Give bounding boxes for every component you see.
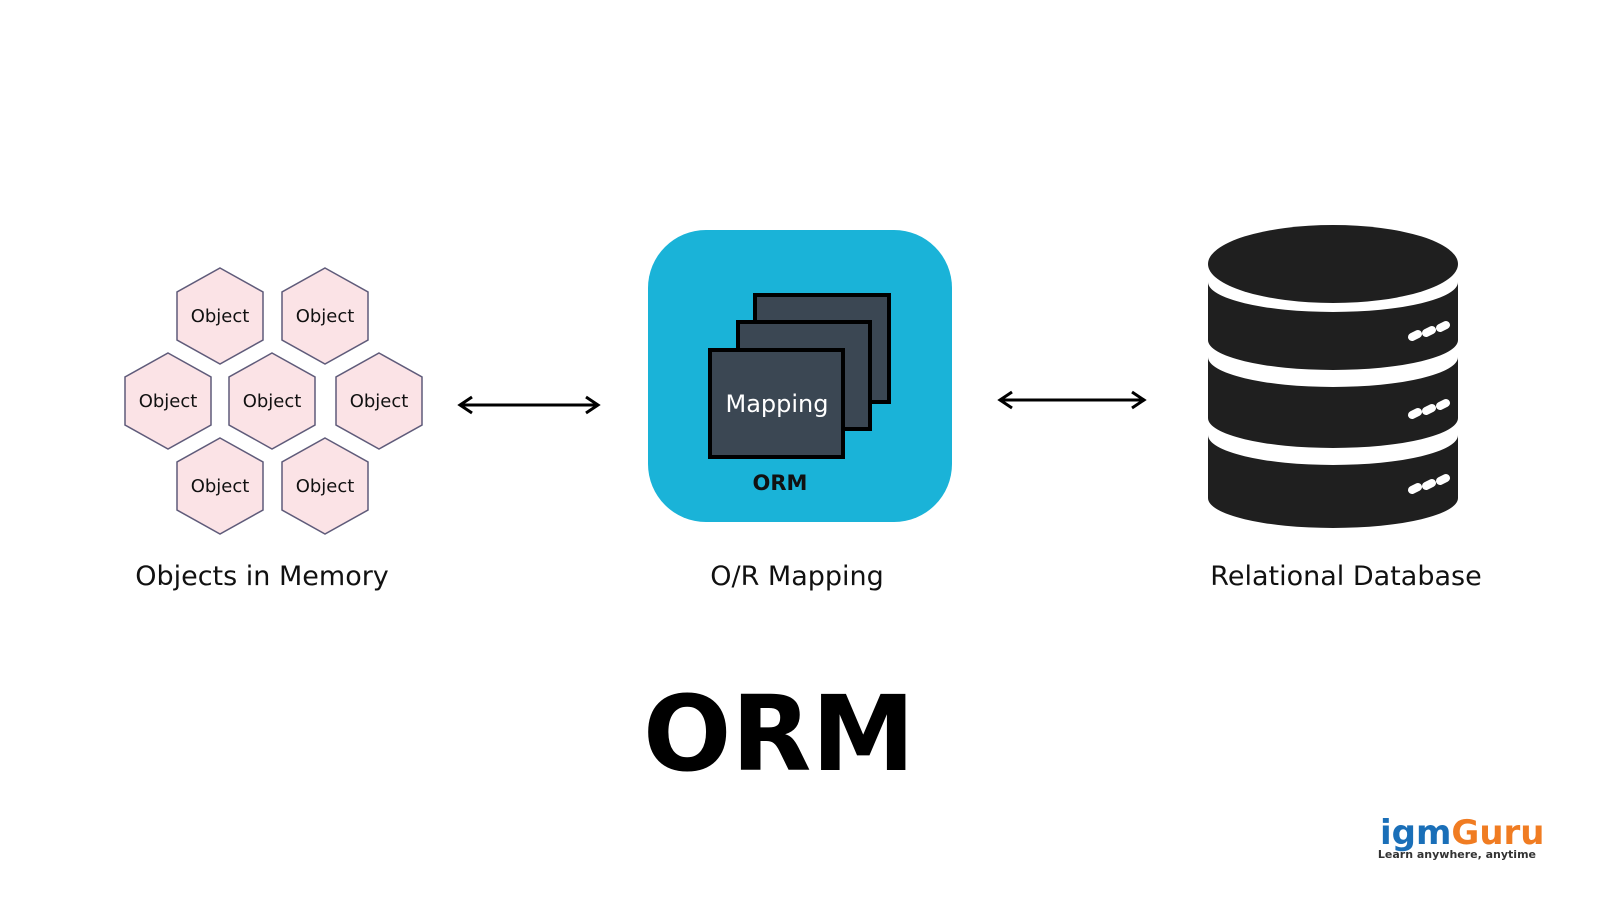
object-hexagon: Object [176,267,264,365]
object-hexagon: Object [281,267,369,365]
orm-box-label: ORM [753,471,808,495]
objects-caption: Objects in Memory [135,561,389,592]
object-hexagon: Object [281,437,369,535]
logo-tagline: Learn anywhere, anytime [1378,848,1536,861]
object-label: Object [296,476,355,497]
object-label: Object [350,391,409,412]
object-label: Object [243,391,302,412]
object-hexagon: Object [228,352,316,450]
object-label: Object [191,476,250,497]
igmguru-logo: igmGuru Learn anywhere, anytime [1378,813,1545,861]
object-label: Object [191,306,250,327]
mapping-label: Mapping [726,390,829,418]
logo-part1: igm [1380,813,1451,853]
database-icon [1208,225,1458,528]
object-label: Object [139,391,198,412]
right-double-arrow-icon [997,390,1147,410]
object-hexagon: Object [335,352,423,450]
logo-text: igmGuru [1380,813,1545,853]
object-hexagon: Object [124,352,212,450]
database-indicator-dots [1408,321,1450,494]
orm-caption: O/R Mapping [710,561,884,592]
database-caption: Relational Database [1210,561,1481,592]
object-hexagon: Object [176,437,264,535]
object-label: Object [296,306,355,327]
objects-cluster: Object Object Object Object Object Objec… [124,267,423,535]
mapping-cards-icon [708,293,891,459]
page-title: ORM [643,673,915,795]
logo-part2: Guru [1451,813,1544,853]
orm-box: Mapping ORM [648,230,952,522]
left-double-arrow-icon [457,395,601,415]
